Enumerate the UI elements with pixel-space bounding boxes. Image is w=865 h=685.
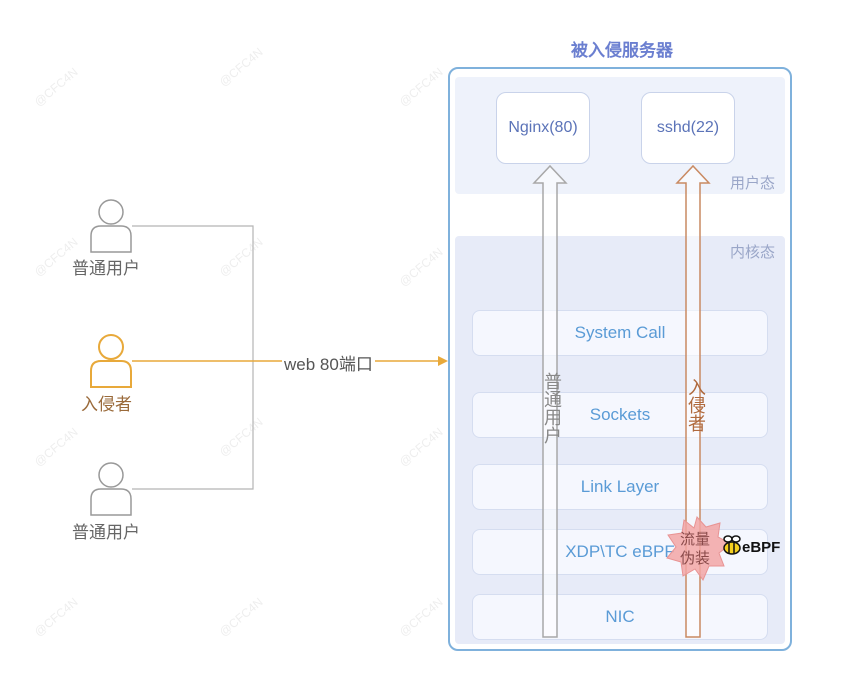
process-nginx: Nginx(80) <box>496 92 590 164</box>
layer-nic: NIC <box>472 594 768 640</box>
traffic-disguise-badge <box>666 515 732 582</box>
process-nginx-label: Nginx(80) <box>508 119 578 136</box>
process-sshd: sshd(22) <box>641 92 735 164</box>
badge-text: 流量 伪装 <box>675 530 715 568</box>
intruder-icon <box>90 334 132 388</box>
badge-line1: 流量 <box>679 531 710 548</box>
user-top-label: 普通用户 <box>72 259 140 278</box>
user-space-label: 用户态 <box>730 175 776 192</box>
server-title: 被入侵服务器 <box>571 41 673 60</box>
intruder-label: 入侵者 <box>81 395 132 414</box>
layer-label: System Call <box>574 323 666 342</box>
bee-icon <box>723 535 741 555</box>
connection-label: web 80端口 <box>282 350 375 375</box>
ebpf-logo-text: eBPF <box>742 539 781 556</box>
layer-link-layer: Link Layer <box>472 464 768 510</box>
arrowhead-icon <box>438 356 448 366</box>
layer-label: Link Layer <box>580 477 660 496</box>
user-bottom-label: 普通用户 <box>72 523 140 542</box>
normal-flow-label: 普通用户 <box>542 372 562 444</box>
person-icon <box>90 199 132 253</box>
kernel-space-zone <box>455 236 785 644</box>
ebpf-logo: eBPF <box>742 539 780 556</box>
badge-line2: 伪装 <box>679 550 710 567</box>
user-top-connector <box>132 225 254 490</box>
layer-system-call: System Call <box>472 310 768 356</box>
layer-sockets: Sockets <box>472 392 768 438</box>
intruder-flow-label: 入侵者 <box>686 378 706 432</box>
person-icon <box>90 462 132 516</box>
kernel-space-label: 内核态 <box>730 244 776 261</box>
layer-label: NIC <box>605 607 635 626</box>
layer-label: XDP\TC eBPF <box>565 542 675 561</box>
process-sshd-label: sshd(22) <box>656 119 720 136</box>
normal-flow-arrow <box>532 164 568 638</box>
layer-label: Sockets <box>589 405 651 424</box>
